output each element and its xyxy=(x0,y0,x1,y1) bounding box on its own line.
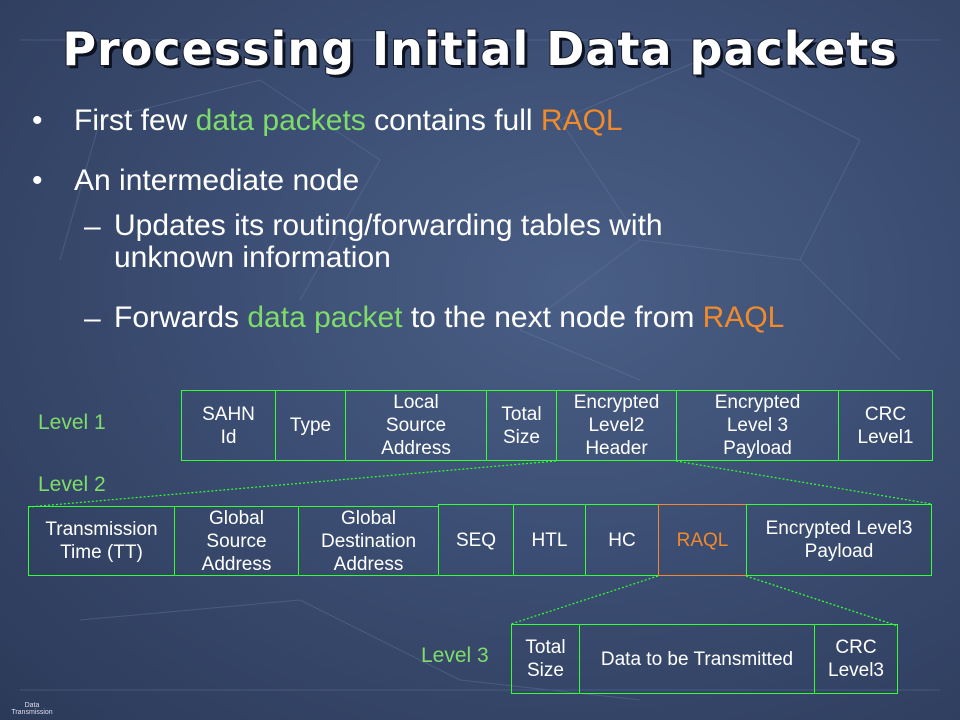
slide-title: Processing Initial Data packets xyxy=(61,21,898,77)
l2-seq: SEQ xyxy=(438,504,514,576)
connector-l1-left xyxy=(27,460,557,508)
l2-hc: HC xyxy=(585,504,659,576)
bullet-marker: • xyxy=(32,164,43,197)
l3-data-to-be-transmitted: Data to be Transmitted xyxy=(579,624,815,694)
subbullet-2-data-packet: data packet xyxy=(247,301,403,334)
level-1-label: Level 1 xyxy=(38,411,106,434)
connector-l2-right xyxy=(745,575,899,627)
l1-type: Type xyxy=(275,390,346,461)
subbullet-2-text-a: Forwards xyxy=(114,301,248,334)
subbullet-marker: – xyxy=(84,210,101,243)
bullet-2-text: An intermediate node xyxy=(74,164,360,197)
subbullet-1-line-2: unknown information xyxy=(114,241,391,274)
l2-raql: RAQL xyxy=(658,504,747,576)
l2-htl: HTL xyxy=(513,504,586,576)
bullet-1-text-b: contains full xyxy=(365,104,541,137)
connector-l1-right xyxy=(675,460,933,505)
subbullet-marker: – xyxy=(84,302,101,335)
bullet-marker: • xyxy=(32,104,43,137)
subbullet-1-line-1: Updates its routing/forwarding tables wi… xyxy=(114,209,663,242)
bullet-1-data-packets: data packets xyxy=(195,104,366,137)
level-2-label: Level 2 xyxy=(38,473,106,496)
level-3-label: Level 3 xyxy=(421,644,489,667)
bullet-1-raql: RAQL xyxy=(540,104,623,137)
subbullet-2-text-b: to the next node from xyxy=(402,301,703,334)
connector-l2-left xyxy=(510,575,659,625)
subbullet-2-raql: RAQL xyxy=(702,301,785,334)
bullet-1-text-a: First few xyxy=(74,104,196,137)
